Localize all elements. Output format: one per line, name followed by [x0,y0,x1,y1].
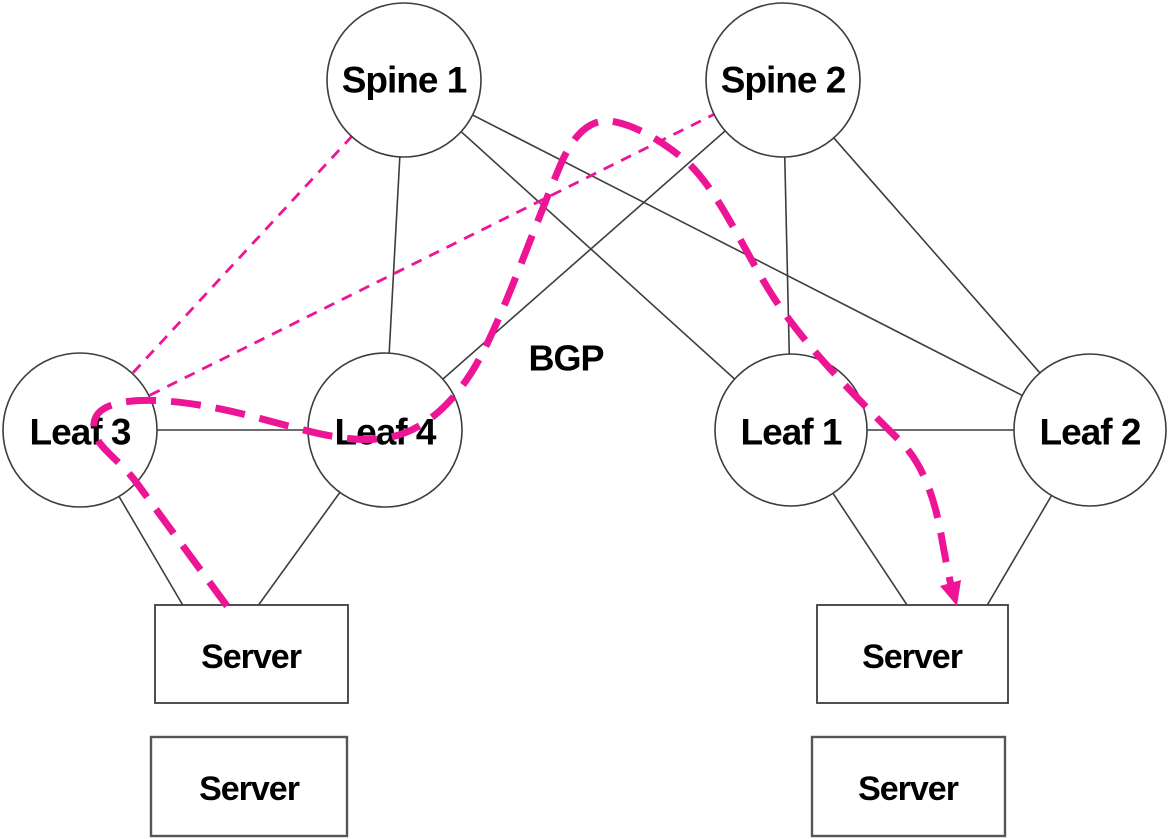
node-server-left-top [154,604,349,704]
highlighted-traffic-path [90,117,961,609]
label-layer: Spine 1 Spine 2 Leaf 3 Leaf 4 Leaf 1 Lea… [30,60,1142,809]
label-server-right-top: Server [862,638,963,676]
label-bgp: BGP [528,338,603,379]
node-server-right-bottom [810,735,1007,838]
node-leaf1 [714,353,868,507]
node-spine1 [326,2,482,158]
label-leaf1: Leaf 1 [741,412,842,453]
label-leaf2: Leaf 2 [1040,412,1141,453]
label-server-left-bottom: Server [199,770,300,808]
node-leaf3 [2,352,158,508]
label-server-left-top: Server [201,638,302,676]
node-server-left-bottom [149,735,349,838]
traffic-path-arrowhead [940,580,961,606]
node-spine2 [705,2,861,158]
link-leaf3-spine1 [78,79,406,431]
label-leaf4: Leaf 4 [335,412,437,453]
node-leaf2 [1013,353,1167,507]
link-leaf3-spine2 [79,78,784,432]
link-spine2-leaf4 [384,79,784,431]
traffic-path-curve [90,117,957,609]
link-spine1-leaf1 [403,79,792,431]
label-spine1: Spine 1 [342,60,467,101]
label-leaf3: Leaf 3 [30,412,131,453]
label-server-right-bottom: Server [858,770,959,808]
label-spine2: Spine 2 [721,60,846,101]
node-server-right-top [816,604,1009,704]
